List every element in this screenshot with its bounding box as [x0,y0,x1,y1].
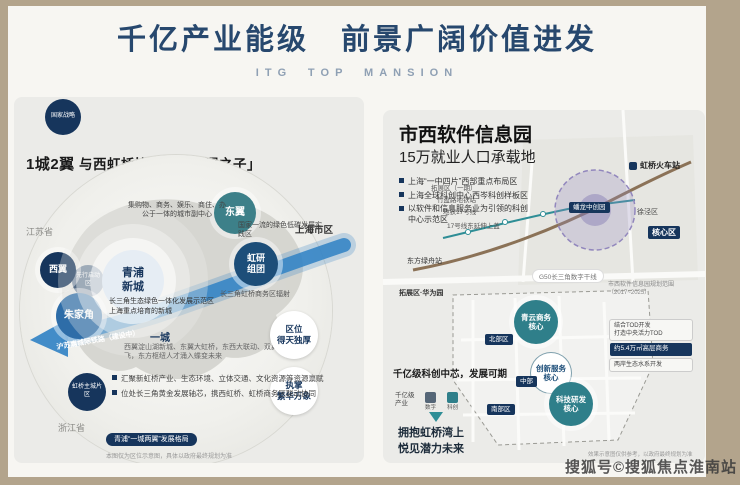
label-one-city: 一城 [150,333,170,344]
right-panel-title: 市西软件信息园 [399,125,533,146]
region-label-jiangsu: 江苏省 [26,227,54,237]
content-area: 千亿产业能级 前景广阔价值进发 ITG TOP MANSION 1城2翼 与西虹… [8,6,706,477]
right-panel: 市西软件信息园 15万就业人口承载地 上海“一中四片”西部重点布局区 上海全球科… [383,110,705,463]
label-huawei-park: 拓展区·华为园 [399,290,444,297]
tech-icon-label: 科创 [447,405,459,411]
core-area-box: 核心区 [648,226,680,240]
watermark: 搜狐号©搜狐焦点淮南站 [564,459,737,476]
metro-line-17 [442,199,636,239]
label-dongfang-lvzhou: 东方绿舟站 [407,258,442,265]
text-qingpu-demo-zone: 长三角生态绿色一体化发展示范区 上海重点培育的新城 [109,298,214,315]
text-city-subcenter: 集购物、商务、娱乐、商住、办公于一体的城市副中心 [128,202,226,219]
region-label-zhejiang: 浙江省 [58,423,86,433]
legend-box-3: 两岸生态水系开发 [610,358,692,372]
node-west-wing: 西翼 [40,252,76,288]
left-bullet-1-text: 汇聚新虹桥产业、生态环境、立体交通、文化资源等资源禀赋 [121,374,324,383]
train-station-icon [629,161,637,170]
legend-1-line2: 打造中央活力TOD [614,331,663,338]
right-bullet-2: 上海全球科创中心西岑科创样板区 [399,190,549,201]
left-bullet-2: 位处长三角黄金发展轴芯，携西虹桥、虹桥商务区联动协同 [112,388,347,399]
tod-legend: 结合TOD开发 打造中央活力TOD 约5.4万㎡高层商务 两岸生态水系开发 [610,320,692,372]
bullet-icon [399,178,404,183]
header: 千亿产业能级 前景广阔价值进发 ITG TOP MANSION [8,16,706,79]
node-east-wing: 东翼 [214,192,256,234]
node-rnd-core: 科技研发 核心 [549,382,593,426]
right-bullet-3-text: 以软件和信息服务业为引领的科创中心示范区 [408,204,528,224]
bullet-icon [399,192,404,197]
text-east-lowcarbon: 国家一流的绿色低碳发展实践区 [238,222,322,239]
right-slogan: 拥抱虹桥湾上 悦见潜力未来 [398,427,464,455]
area-box-south: 南部区 [487,404,515,416]
right-panel-subtitle: 15万就业人口承载地 [399,149,536,166]
region-label-shanghai: 上海市区 [295,225,334,236]
right-bullet-1: 上海“一中四片”西部重点布局区 [399,176,549,187]
mini-legend-label: 千亿级 产业 [395,392,415,408]
tech-icon-group: 科创 [447,392,458,411]
label-metro-line17: 地铁17号线 [443,209,477,216]
label-g50: G50长三角数字干线 [533,270,603,282]
left-title-bold: 1城2翼 [26,156,75,173]
industry-icon-label: 数字 [425,405,437,411]
railway-arrow [65,238,351,342]
node-zhujiajiao: 朱家角 [56,293,102,339]
left-bullet-1: 汇聚新虹桥产业、生态环境、立体交通、文化资源等资源禀赋 [112,373,347,384]
legend-1-line1: 结合TOD开发 [614,323,651,329]
hongqiao-station-label: 虹桥火车站 [629,160,680,171]
text-two-wings: 西翼淀山湖新城、东翼大虹桥，东西大联动、双翼齐飞，东方枢纽人才涌入蝶变未来 [124,344,285,361]
industry-icon [425,392,436,403]
text-hongyan-radiation: 长三角虹桥商务区辐射 [220,291,290,298]
district-label: 徐泾区 [637,209,658,216]
right-bullet-1-text: 上海“一中四片”西部重点布局区 [408,177,518,186]
label-plan-scope: 市西软件信息园规划范围（2017~2025） [608,282,675,296]
info-bubble-pilot: 先行启动区 [72,265,104,297]
area-box-middle: 中部 [516,376,537,388]
hongqiao-station-text: 虹桥火车站 [640,161,680,170]
right-headline: 千亿级科创中芯，发展可期 [393,369,508,380]
node-hongyan-cluster: 虹研 组团 [234,242,278,286]
tech-icon [447,392,458,403]
label-metro-station: 竹盈路地铁站 [437,197,476,204]
info-bubble-national: 国家战略 [45,99,81,135]
left-bullet-2-text: 位处长三角黄金发展轴芯，携西虹桥、虹桥商务区联动协同 [121,389,316,398]
zone-box-label: 蟠龙中创园 [569,202,610,214]
right-bullet-3: 以软件和信息服务业为引领的科创中心示范区 [399,204,534,226]
area-box-north: 北部区 [485,334,513,346]
info-bubble-hongqiao: 虹桥主城片区 [68,373,106,411]
value-circle-prosperity: 执掌 繁华万象 [270,367,318,415]
value-circle-location: 区位 得天独厚 [270,311,318,359]
right-bullet-2-text: 上海全球科创中心西岑科创样板区 [408,191,528,200]
label-expansion-phase1: 拓展区（一期） [431,185,477,192]
right-footnote: 效果示意图仅供参考，以政府最终规划为准 [588,452,693,458]
bullet-icon [399,206,404,211]
left-badge: 青浦“一城两翼”发展格局 [106,433,197,447]
district-silhouette [62,199,303,380]
node-business-core: 青云商务 核心 [514,300,558,344]
page-title: 千亿产业能级 前景广阔价值进发 [116,24,597,56]
page-subtitle: ITG TOP MANSION [255,67,459,79]
bullet-icon [112,390,117,395]
node-qingpu-newcity: 青浦 新城 [102,250,164,312]
legend-box-2: 约5.4万㎡高层商务 [610,343,692,356]
left-map-graphics [30,199,356,380]
left-panel: 1城2翼 与西虹桥比肩的「东翼之子」 江苏省 上海市区 浙江省 国家战略 先行启… [14,97,364,463]
label-line17-extension: 17号线东延伸上盖 [447,223,500,230]
arrow-head [30,319,68,357]
left-footnote: 本图仅为区位示意图，具体以政府最终规划为准 [106,454,233,460]
bullet-icon [112,375,117,380]
down-arrow-icon [429,412,443,422]
legend-box-1: 结合TOD开发 打造中央活力TOD [610,320,692,341]
industry-icon-group: 数字 [425,392,436,411]
